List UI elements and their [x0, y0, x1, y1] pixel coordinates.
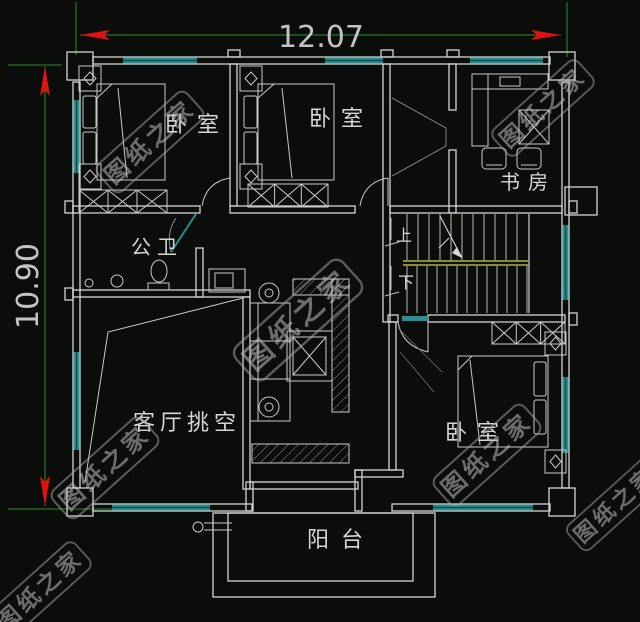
stairs: 上 下: [384, 214, 530, 313]
study-door-leaves: [391, 97, 447, 177]
room-label-study: 书房: [500, 170, 556, 194]
toilet-icon: [147, 259, 170, 291]
watermark-stamp: 图纸之家: [95, 90, 205, 194]
door-swing-shadow-lines: [399, 329, 443, 393]
watermark-stamp: 图纸之家: [432, 403, 542, 507]
bed-icon-bedroom-1: [78, 65, 166, 190]
furniture: [78, 65, 567, 533]
room-label-living-void: 客厅挑空: [133, 411, 241, 436]
svg-text:图纸之家: 图纸之家: [495, 62, 592, 153]
wardrobe-icon-bedroom-3: [491, 321, 566, 345]
sink-icon: [110, 274, 124, 288]
stairs-down-label: 下: [398, 273, 414, 292]
dimension-width-label: 12.07: [278, 20, 364, 55]
sofa-group: [249, 278, 350, 464]
room-label-bathroom: 公卫: [131, 235, 183, 259]
dimension-height-label: 10.90: [11, 243, 46, 329]
windows: [73, 57, 569, 511]
room-labels: 卧室 卧室 书房 公卫 客厅挑空 卧室 阳台: [131, 107, 556, 553]
room-label-bedroom-3: 卧室: [445, 421, 509, 446]
bed-icon-bedroom-3: [457, 331, 567, 474]
doors: [168, 177, 429, 353]
walls: [64, 49, 598, 598]
room-label-bedroom-2: 卧室: [309, 107, 373, 132]
floor-drain-icon: [84, 278, 94, 288]
room-label-bedroom-1: 卧室: [165, 113, 229, 138]
watermark-stamp: 图纸之家: [0, 541, 92, 622]
wardrobe-icon-bedroom-1: [78, 189, 168, 214]
wardrobe-icon-bedroom-2: [247, 183, 329, 208]
void-fold-line: [84, 297, 244, 483]
stair-direction-arrow: [438, 215, 463, 259]
svg-text:图纸之家: 图纸之家: [54, 420, 156, 516]
dimension-arrows: [40, 30, 561, 506]
vanity-cabinet: [208, 268, 246, 293]
stairs-up-label: 上: [396, 226, 412, 245]
room-label-balcony: 阳台: [307, 528, 375, 553]
dimension-lines: [8, 2, 568, 510]
bathroom-door-leaf: [170, 213, 197, 253]
svg-text:图纸之家: 图纸之家: [99, 94, 201, 190]
bed-icon-bedroom-2: [239, 65, 335, 190]
stair-landing-line: [403, 260, 529, 266]
rain-pipe-icon: [192, 521, 232, 533]
